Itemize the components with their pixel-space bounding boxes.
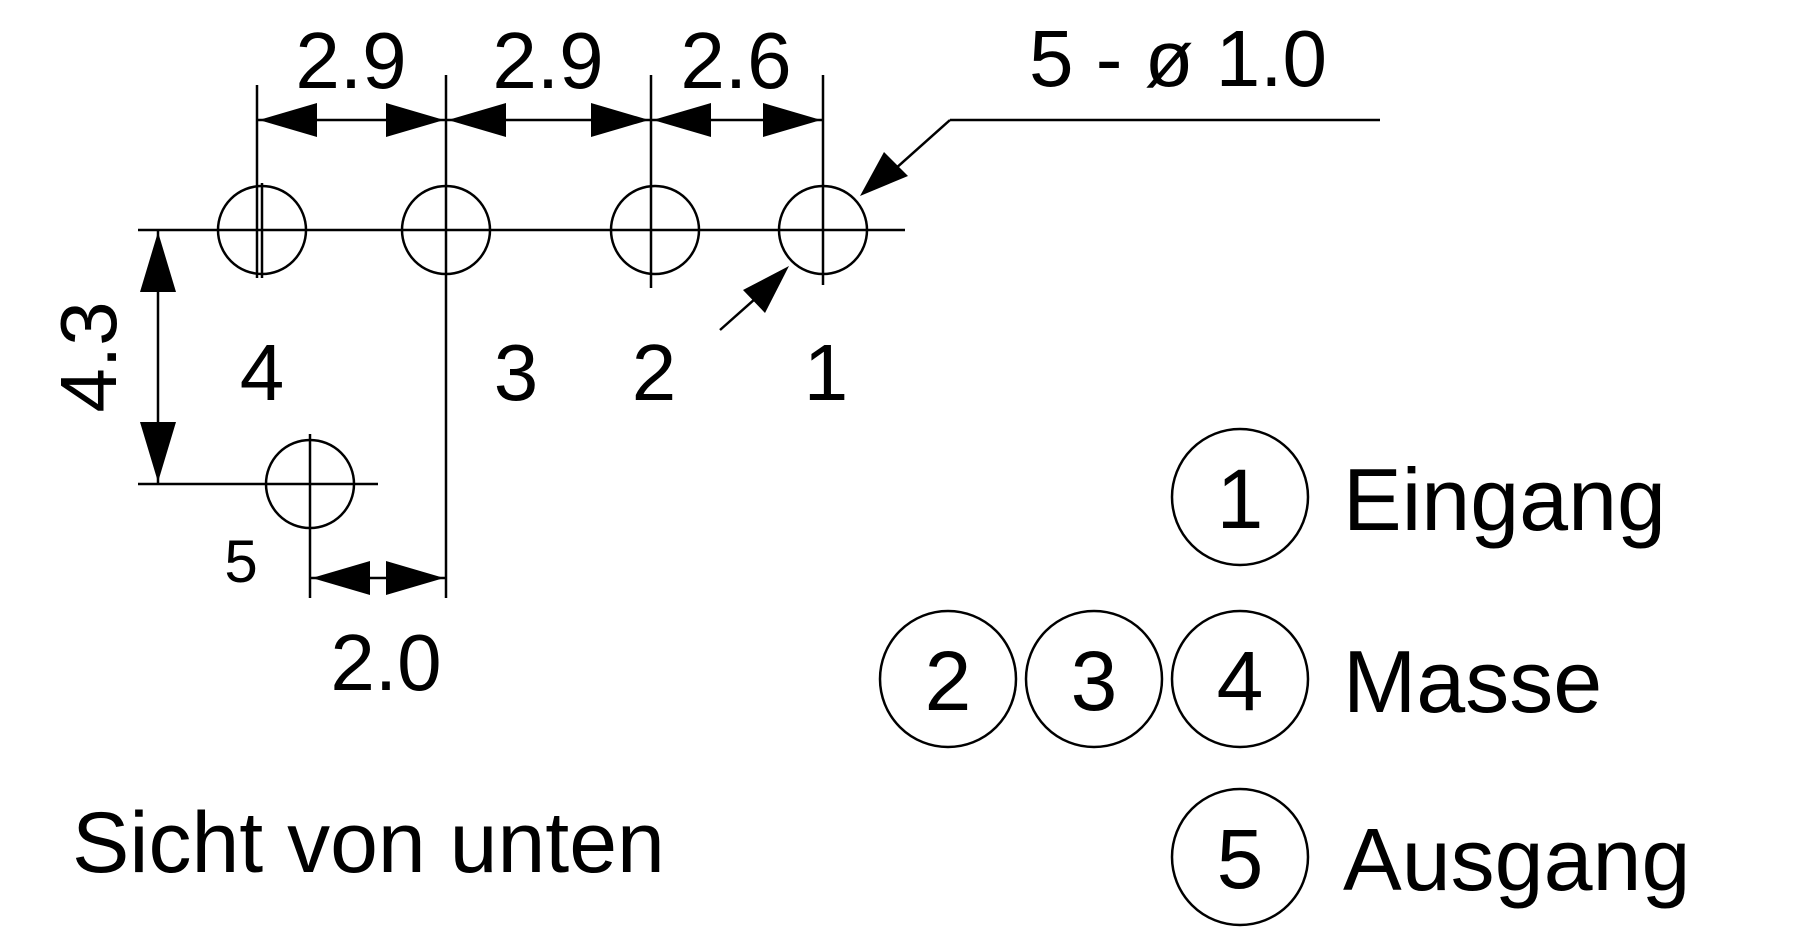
pin-label-2: 2 [632, 328, 677, 417]
legend-badge-number: 1 [1217, 452, 1264, 546]
arrowhead [259, 103, 317, 137]
legend-badge-number: 5 [1217, 812, 1264, 906]
legend-label-ausgang: Ausgang [1343, 810, 1690, 909]
dim-label-vertical: 4.3 [44, 301, 133, 412]
legend-label-masse: Masse [1343, 632, 1602, 731]
legend-label-eingang: Eingang [1343, 450, 1666, 549]
arrowhead [763, 103, 821, 137]
legend-row-masse: 2 3 4 Masse [878, 609, 1602, 749]
legend-badge [1024, 609, 1164, 749]
pin-label-4: 4 [240, 328, 285, 417]
hole-spec-callout: 5 - ø 1.0 [719, 14, 1380, 331]
pin-hole-1 [777, 184, 869, 276]
arrowhead [743, 266, 789, 313]
pin-hole-3 [400, 184, 492, 276]
dim-label-2-1: 2.6 [680, 16, 791, 105]
pin-hole-2 [609, 184, 701, 276]
legend-badge-number: 4 [1217, 634, 1264, 728]
pin-label-1: 1 [804, 328, 849, 417]
arrowhead [386, 561, 444, 595]
arrowhead [448, 103, 506, 137]
arrowhead [386, 103, 444, 137]
pin-label-5: 5 [224, 528, 257, 595]
dim-label-4-3: 2.9 [295, 16, 406, 105]
pin-label-3: 3 [494, 328, 539, 417]
pin-legend: 1 Eingang 2 3 4 Masse 5 Ausgang [878, 427, 1690, 927]
pin-row: 4 3 2 1 [138, 183, 905, 417]
legend-badge-number: 2 [925, 634, 972, 728]
arrowhead [140, 422, 176, 482]
pin5-group: 5 4.3 2.0 [44, 230, 446, 707]
legend-badge [1170, 609, 1310, 749]
hole-spec-label: 5 - ø 1.0 [1029, 14, 1327, 103]
top-dimension-chain: 2.9 2.9 2.6 [255, 16, 825, 598]
arrowhead [591, 103, 649, 137]
dim-label-3-2: 2.9 [492, 16, 603, 105]
legend-badge [878, 609, 1018, 749]
dim-label-horizontal-5: 2.0 [330, 618, 441, 707]
view-caption: Sicht von unten [72, 795, 665, 891]
legend-row-ausgang: 5 Ausgang [1170, 787, 1690, 927]
arrowhead [653, 103, 711, 137]
legend-badge [1170, 427, 1310, 567]
legend-row-eingang: 1 Eingang [1170, 427, 1666, 567]
legend-badge-number: 3 [1071, 634, 1118, 728]
legend-badge [1170, 787, 1310, 927]
arrowhead [860, 152, 908, 196]
arrowhead [140, 232, 176, 292]
arrowhead [312, 561, 370, 595]
